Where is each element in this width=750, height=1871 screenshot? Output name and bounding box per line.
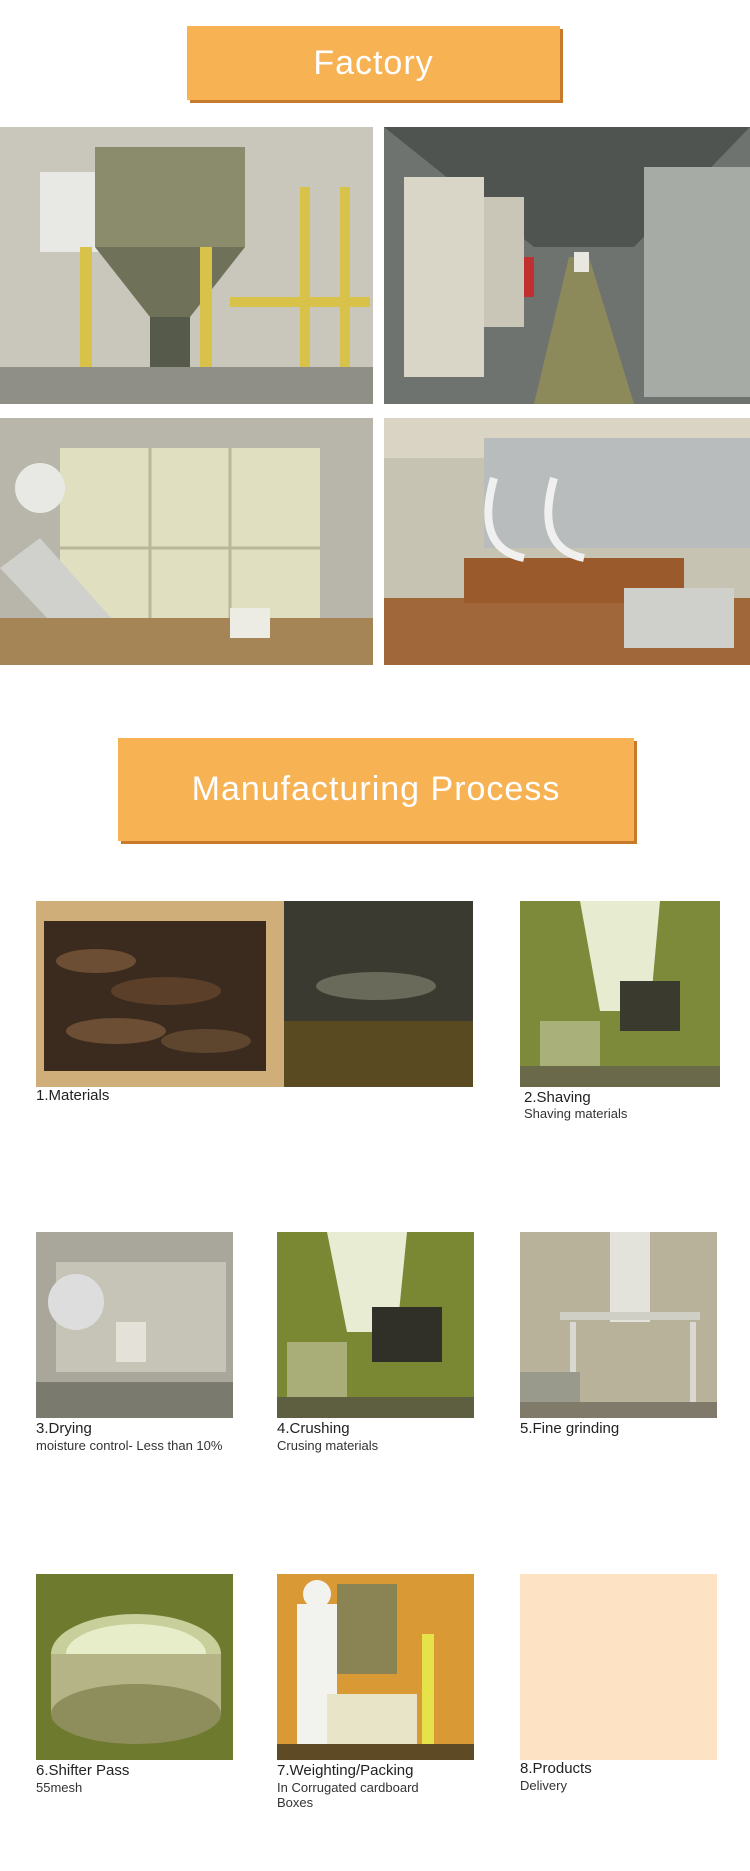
step-4-subtitle: Crusing materials (277, 1438, 379, 1453)
step-7-title: 7.Weighting/Packing (277, 1762, 414, 1779)
step-4-title: 4.Crushing (277, 1420, 350, 1437)
step-7-photo (277, 1574, 474, 1760)
step-5-title: 5.Fine grinding (520, 1420, 620, 1437)
factory-photo-dryer (0, 418, 373, 665)
factory-photo-conveyor (384, 418, 750, 665)
step-4-photo (277, 1232, 474, 1418)
step-6-title: 6.Shifter Pass (36, 1762, 130, 1779)
factory-photo-corridor (384, 127, 750, 404)
step-2-subtitle: Shaving materials (524, 1106, 628, 1121)
step-8-subtitle: Delivery (520, 1778, 567, 1793)
factory-banner: Factory (187, 26, 560, 100)
step-6-subtitle: 55mesh (36, 1780, 83, 1795)
process-title: Manufacturing Process (191, 770, 561, 808)
step-6-photo (36, 1574, 233, 1760)
step-2-title: 2.Shaving (524, 1089, 591, 1106)
step-3-subtitle: moisture control- Less than 10% (36, 1438, 223, 1453)
factory-photo-hopper (0, 127, 373, 404)
step-8-title: 8.Products (520, 1760, 592, 1777)
step-2-photo (520, 901, 720, 1087)
step-8-tile (520, 1574, 717, 1760)
step-7-subtitle: In Corrugated cardboard Boxes (277, 1780, 419, 1810)
step-3-title: 3.Drying (36, 1420, 92, 1437)
process-banner: Manufacturing Process (118, 738, 634, 841)
step-1-title: 1.Materials (36, 1087, 110, 1104)
step-1-photo (36, 901, 473, 1087)
step-5-photo (520, 1232, 717, 1418)
step-3-photo (36, 1232, 233, 1418)
factory-title: Factory (313, 43, 434, 82)
